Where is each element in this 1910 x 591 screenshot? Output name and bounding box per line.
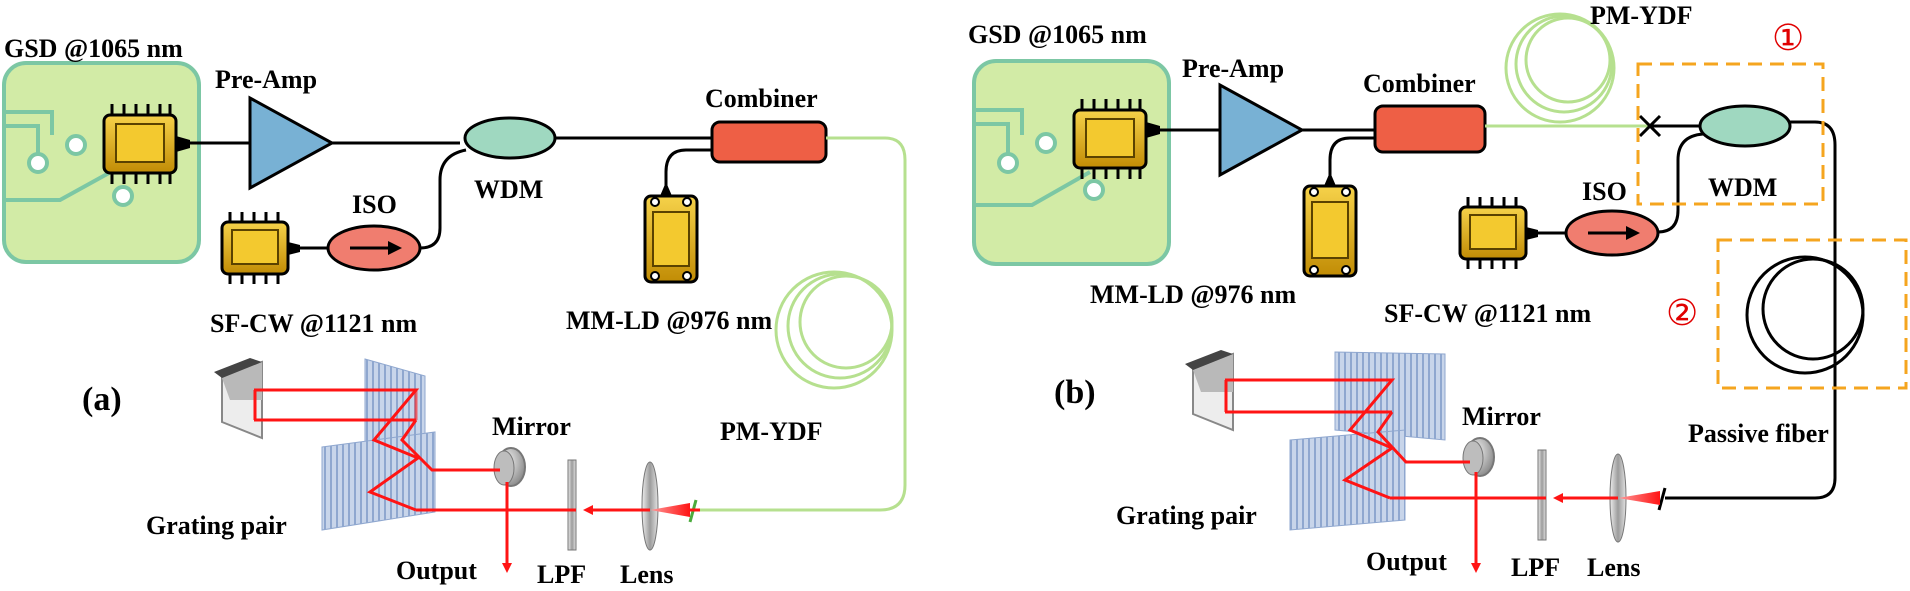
combiner-label-b: Combiner xyxy=(1363,69,1476,98)
splice-cross xyxy=(1638,114,1662,138)
combiner-a xyxy=(710,120,828,164)
pm-ydf-fiber-a xyxy=(688,136,907,523)
isolator-a xyxy=(326,224,422,272)
free-space-b xyxy=(1185,350,1667,573)
grating-label-b: Grating pair xyxy=(1116,501,1257,530)
highlight-box-1 xyxy=(1636,62,1825,206)
combiner-b xyxy=(1373,104,1487,154)
output-label-a: Output xyxy=(396,556,477,585)
iso-label-b: ISO xyxy=(1582,177,1627,206)
preamp-label-a: Pre-Amp xyxy=(215,65,317,94)
panel-label-a: (a) xyxy=(82,381,122,418)
panel-label-b: (b) xyxy=(1054,374,1096,411)
panel-a: GSD @1065 nm Pre-Amp ISO WDM Combiner SF… xyxy=(2,34,907,589)
panel-b: GSD @1065 nm Pre-Amp Combiner PM-YDF ① ②… xyxy=(968,1,1908,582)
cw-label-a: SF-CW @1121 nm xyxy=(210,309,418,338)
seed-chip-a xyxy=(102,104,190,184)
seed-label-a: GSD @1065 nm xyxy=(4,34,183,63)
pump-label-b: MM-LD @976 nm xyxy=(1090,280,1297,309)
lens-label-a: Lens xyxy=(620,560,673,589)
combiner-label-a: Combiner xyxy=(705,84,818,113)
cw-label-b: SF-CW @1121 nm xyxy=(1384,299,1592,328)
free-space-a xyxy=(214,358,700,573)
fiber-label-a: PM-YDF xyxy=(720,417,823,446)
passive-fiber-coil xyxy=(1745,255,1865,375)
wdm-b xyxy=(1698,104,1792,148)
preamp-label-b: Pre-Amp xyxy=(1182,54,1284,83)
mm-ld-chip-b xyxy=(1302,172,1358,278)
seed-label-b: GSD @1065 nm xyxy=(968,20,1147,49)
lens-label-b: Lens xyxy=(1587,553,1640,582)
wdm-label-b: WDM xyxy=(1708,173,1777,202)
wdm-label-a: WDM xyxy=(474,175,543,204)
grating-label-a: Grating pair xyxy=(146,511,287,540)
seed-board-a xyxy=(2,61,201,264)
output-label-b: Output xyxy=(1366,547,1447,576)
highlight-box-2 xyxy=(1716,238,1908,390)
lpf-label-b: LPF xyxy=(1511,553,1560,582)
pump-label-a: MM-LD @976 nm xyxy=(566,306,773,335)
mirror-label-a: Mirror xyxy=(492,412,571,441)
marker-2: ② xyxy=(1666,292,1698,333)
pm-ydf-fiber-b xyxy=(1485,12,1652,128)
isolator-b xyxy=(1564,209,1660,257)
wdm-a xyxy=(463,116,557,160)
seed-chip-b xyxy=(1072,99,1160,179)
mm-ld-chip-a xyxy=(643,148,712,284)
lpf-label-a: LPF xyxy=(537,560,586,589)
marker-1: ① xyxy=(1772,17,1804,58)
mirror-label-b: Mirror xyxy=(1462,402,1541,431)
iso-label-a: ISO xyxy=(352,190,397,219)
preamp-b xyxy=(1218,82,1306,178)
preamp-a xyxy=(248,95,336,191)
passive-label-b: Passive fiber xyxy=(1688,419,1829,448)
fiber-label-b: PM-YDF xyxy=(1590,1,1693,30)
sf-cw-chip-b xyxy=(1458,197,1538,269)
sf-cw-chip-a xyxy=(220,212,300,284)
